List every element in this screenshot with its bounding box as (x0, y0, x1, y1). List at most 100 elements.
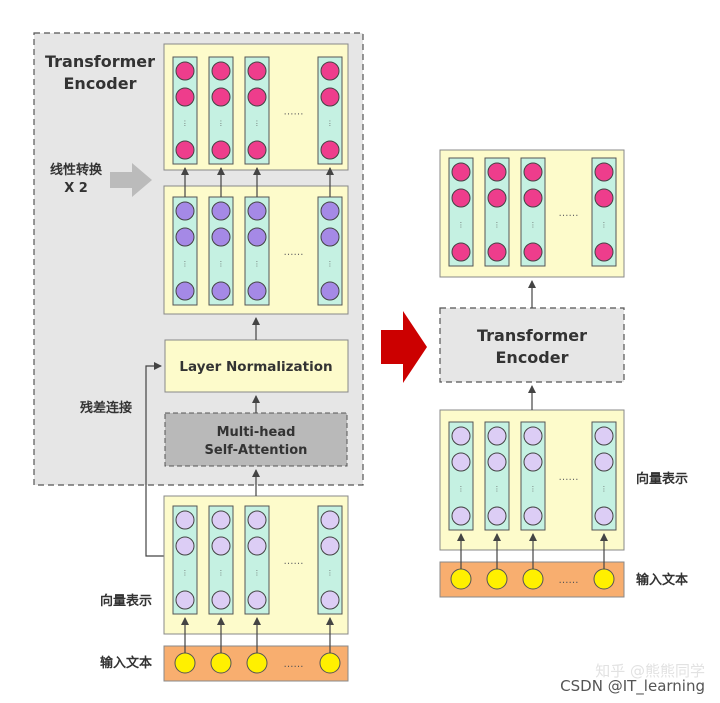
residual-connection-line (145, 362, 164, 557)
input-token (174, 652, 196, 674)
vector-element (523, 242, 543, 262)
vector-element (175, 510, 195, 530)
self-attention-box (164, 412, 348, 467)
vector-dots: ⋮ (494, 485, 501, 493)
vector-element (175, 281, 195, 301)
residual-connection-label: 残差连接 (80, 400, 132, 416)
vector-element (320, 281, 340, 301)
vector-element (247, 61, 267, 81)
input-token (593, 568, 615, 590)
vector-element (211, 61, 231, 81)
vector-element (247, 140, 267, 160)
vector-element (175, 590, 195, 610)
layer-normalization-label: Layer Normalization (179, 359, 332, 375)
column-ellipsis: …… (284, 556, 304, 567)
vector-element (487, 242, 507, 262)
transform-direction-arrow-icon (381, 311, 427, 383)
vector-element (175, 87, 195, 107)
vector-dots: ⋮ (494, 221, 501, 229)
vector-dots: ⋮ (218, 569, 225, 577)
vector-element (320, 201, 340, 221)
vector-element (487, 188, 507, 208)
vector-dots: ⋮ (254, 569, 261, 577)
vector-element (211, 510, 231, 530)
vector-element (211, 201, 231, 221)
vector-element (320, 510, 340, 530)
vector-element (247, 590, 267, 610)
token-ellipsis: …… (559, 575, 579, 586)
right-vector-representation-label: 向量表示 (636, 471, 688, 487)
vector-element (487, 452, 507, 472)
vector-element (247, 281, 267, 301)
vector-element (594, 452, 614, 472)
input-token (450, 568, 472, 590)
vector-dots: ⋮ (182, 569, 189, 577)
input-to-embedding-arrows (181, 617, 334, 653)
vector-element (523, 162, 543, 182)
vector-element (175, 140, 195, 160)
token-ellipsis: …… (284, 659, 304, 670)
vector-element (320, 61, 340, 81)
vector-dots: ⋮ (458, 221, 465, 229)
vector-element (594, 426, 614, 446)
vector-element (247, 227, 267, 247)
vector-element (211, 281, 231, 301)
vector-element (320, 87, 340, 107)
vector-element (320, 140, 340, 160)
vector-dots: ⋮ (327, 260, 334, 268)
vector-element (487, 506, 507, 526)
vector-element (320, 536, 340, 556)
vector-dots: ⋮ (601, 485, 608, 493)
vector-element (451, 188, 471, 208)
vector-element (211, 590, 231, 610)
vector-element (247, 87, 267, 107)
vector-element (247, 510, 267, 530)
vector-element (247, 201, 267, 221)
linear-transform-label-line2: X 2 (64, 181, 88, 196)
input-token (522, 568, 544, 590)
hidden-vector-columns: ⋮⋮⋮……⋮ (172, 196, 343, 306)
vector-dots: ⋮ (218, 120, 225, 128)
vector-element (451, 242, 471, 262)
right-input-tokens: …… (450, 568, 615, 590)
vector-element (211, 140, 231, 160)
vector-dots: ⋮ (218, 260, 225, 268)
output-vector-columns: ⋮⋮⋮……⋮ (172, 56, 343, 165)
vector-element (211, 87, 231, 107)
vector-element (320, 227, 340, 247)
input-text-label: 输入文本 (100, 655, 152, 671)
right-embedding-columns: ⋮⋮⋮……⋮ (448, 421, 617, 531)
vector-representation-label: 向量表示 (100, 593, 152, 609)
vector-element (523, 426, 543, 446)
right-encoder-box (439, 307, 625, 383)
input-token (246, 652, 268, 674)
vector-dots: ⋮ (254, 120, 261, 128)
column-ellipsis: …… (284, 247, 304, 258)
self-attention-label-line2: Self-Attention (205, 443, 308, 458)
right-encoder-label-line1: Transformer (477, 326, 587, 345)
right-encoder-label-line2: Encoder (496, 348, 569, 367)
vector-dots: ⋮ (530, 485, 537, 493)
layer-normalization-box (164, 339, 349, 393)
watermark-zhihu: 知乎 @熊熊同学 (595, 662, 705, 680)
column-ellipsis: …… (559, 208, 579, 219)
input-token (486, 568, 508, 590)
self-attention-label-line1: Multi-head (217, 425, 296, 440)
vector-element (451, 162, 471, 182)
vector-element (175, 227, 195, 247)
vector-element (247, 536, 267, 556)
linear-transform-arrow-icon (110, 163, 152, 197)
input-token (210, 652, 232, 674)
vector-dots: ⋮ (254, 260, 261, 268)
input-token (319, 652, 341, 674)
vector-element (594, 188, 614, 208)
right-input-to-embedding-arrows (457, 533, 608, 569)
vector-element (523, 188, 543, 208)
vector-dots: ⋮ (182, 120, 189, 128)
encoder-title-line1: Transformer (45, 52, 155, 71)
vector-dots: ⋮ (327, 569, 334, 577)
column-ellipsis: …… (559, 472, 579, 483)
vector-element (175, 61, 195, 81)
embedding-columns: ⋮ ⋮ ⋮ …… ⋮ (172, 505, 343, 615)
